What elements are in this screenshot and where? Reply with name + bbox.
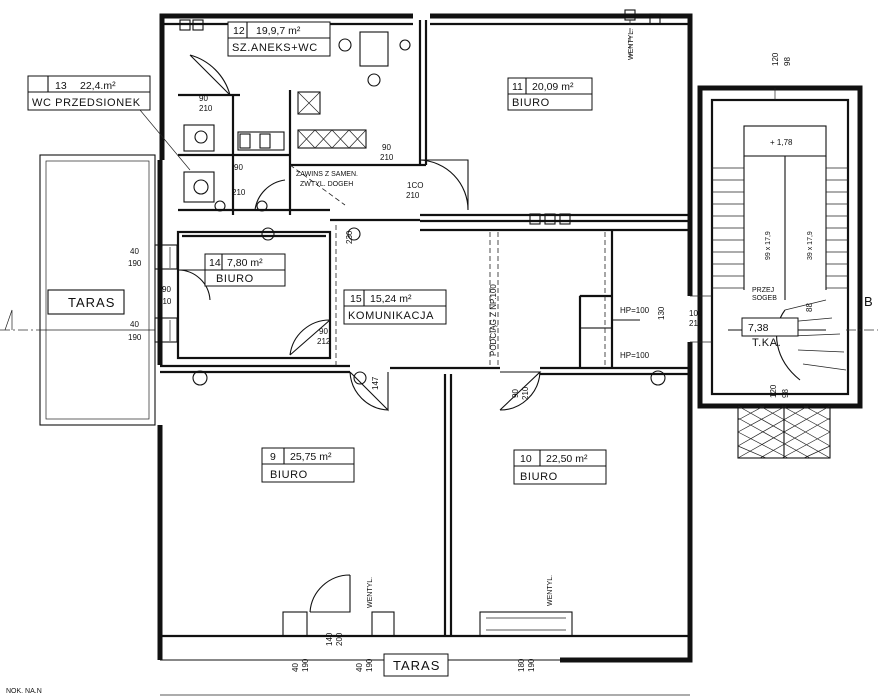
room-9-label: 9 25,75 m² BIURO bbox=[261, 447, 355, 483]
hp-note-1: HP=100 bbox=[620, 306, 650, 315]
dimension-labels: 90 210 90 210 90 210 1CO 210 230 40 190 … bbox=[128, 52, 814, 672]
room-9-number: 9 bbox=[270, 451, 276, 463]
dim-120: 120 bbox=[771, 52, 780, 66]
stair-room-name: T.KA. bbox=[752, 337, 781, 349]
dim-90: 90 bbox=[319, 327, 328, 336]
stair-room-area: 7,38 bbox=[748, 322, 769, 334]
stair-level: + 1,78 bbox=[770, 138, 793, 147]
wentyl-note-south-2: WENTYL. bbox=[547, 575, 554, 606]
dim-130: 130 bbox=[657, 306, 666, 320]
room-13-label: 13 22,4.m² WC PRZEDSIONEK bbox=[27, 75, 191, 171]
room-14-name: BIURO bbox=[216, 273, 254, 285]
dim-140: 140 bbox=[325, 632, 334, 646]
room-11-name: BIURO bbox=[512, 97, 550, 109]
dim-210: 210 bbox=[521, 386, 530, 400]
dim-40: 40 bbox=[130, 247, 139, 256]
dim-100: 1CO bbox=[407, 181, 423, 190]
stair-run-2: 39 x 17,9 bbox=[807, 231, 814, 260]
room-9-name: BIURO bbox=[270, 469, 308, 481]
dim-212: 212 bbox=[317, 337, 331, 346]
room-11-number: 11 bbox=[512, 81, 523, 93]
dim-190: 190 bbox=[527, 658, 536, 672]
wentyl-note-north: WENTYL. bbox=[628, 29, 635, 60]
south-terrace-label: TARAS bbox=[393, 658, 440, 673]
wentyl-note-south-1: WENTYL. bbox=[367, 577, 374, 608]
dim-90: 90 bbox=[162, 285, 171, 294]
dim-90: 90 bbox=[234, 163, 243, 172]
stair-room-label: 7,38 T.KA. bbox=[748, 322, 781, 349]
dim-40: 40 bbox=[130, 320, 139, 329]
room-15-label: 15 15,24 m² KOMUNIKACJA bbox=[343, 289, 447, 325]
dim-88: 88 bbox=[805, 303, 814, 312]
dim-90: 90 bbox=[382, 143, 391, 152]
room-14-label: 14 7,80 m² BIURO bbox=[204, 253, 286, 287]
passage-note-2: SOGEB bbox=[752, 295, 777, 302]
dim-230: 230 bbox=[345, 230, 354, 244]
room-11-area: 20,09 m² bbox=[532, 81, 574, 93]
room-13-name: WC PRZEDSIONEK bbox=[32, 97, 141, 109]
room-10-name: BIURO bbox=[520, 471, 558, 483]
room-12-name: SZ.ANEKS+WC bbox=[232, 42, 318, 54]
dim-40: 40 bbox=[355, 663, 364, 672]
room-15-area: 15,24 m² bbox=[370, 293, 412, 305]
room-10-label: 10 22,50 m² BIURO bbox=[513, 449, 607, 485]
beam-note: PODCIĄG Z NP.100 bbox=[489, 284, 498, 356]
stair-run-1: 99 x 17,9 bbox=[765, 231, 772, 260]
room-9-area: 25,75 m² bbox=[290, 451, 332, 463]
dim-200: 200 bbox=[335, 632, 344, 646]
room-15-name: KOMUNIKACJA bbox=[348, 310, 434, 322]
hp-note-2: HP=100 bbox=[620, 351, 650, 360]
corner-note: NOK. NA.N bbox=[6, 688, 42, 695]
dim-210: 210 bbox=[199, 104, 213, 113]
dim-210: 210 bbox=[158, 297, 172, 306]
room-10-number: 10 bbox=[520, 453, 532, 465]
dim-147: 147 bbox=[371, 376, 380, 390]
dim-210: 210 bbox=[232, 188, 246, 197]
west-terrace bbox=[0, 154, 178, 426]
fixtures bbox=[179, 9, 666, 386]
dim-190: 190 bbox=[365, 658, 374, 672]
doors bbox=[177, 54, 640, 613]
stair-core bbox=[690, 85, 878, 459]
room-13-area: 22,4.m² bbox=[80, 80, 116, 92]
dim-90: 90 bbox=[199, 94, 208, 103]
dim-90: 90 bbox=[511, 389, 520, 398]
room-14-area: 7,80 m² bbox=[227, 257, 263, 269]
dim-100: 100 bbox=[689, 309, 703, 318]
build-note-2: ZWTYL. DOGEH bbox=[300, 181, 353, 188]
dim-98: 98 bbox=[783, 57, 792, 66]
room-12-number: 12 bbox=[233, 25, 245, 37]
beam-lines bbox=[289, 20, 631, 366]
dim-120: 120 bbox=[769, 384, 778, 398]
dim-210: 210 bbox=[380, 153, 394, 162]
dim-210: 210 bbox=[689, 319, 703, 328]
west-terrace-label: TARAS bbox=[68, 295, 115, 310]
dim-190: 190 bbox=[301, 658, 310, 672]
room-11-label: 11 20,09 m² BIURO bbox=[507, 77, 593, 111]
dim-180: 180 bbox=[517, 658, 526, 672]
room-10-area: 22,50 m² bbox=[546, 453, 588, 465]
section-marker: B bbox=[864, 294, 874, 309]
room-13-number: 13 bbox=[55, 80, 67, 92]
dim-210: 210 bbox=[406, 191, 420, 200]
room-14-number: 14 bbox=[209, 257, 221, 269]
passage-note-1: PRZEJ bbox=[752, 287, 774, 294]
dim-98: 98 bbox=[781, 389, 790, 398]
dim-190: 190 bbox=[128, 259, 142, 268]
room-12-label: 12 19,9,7 m² SZ.ANEKS+WC bbox=[227, 21, 331, 57]
room-15-number: 15 bbox=[350, 293, 362, 305]
dim-190: 190 bbox=[128, 333, 142, 342]
room-12-area: 19,9,7 m² bbox=[256, 25, 301, 37]
build-note-1: ZAWINS Z SAMEN. bbox=[296, 171, 358, 178]
dim-40: 40 bbox=[291, 663, 300, 672]
